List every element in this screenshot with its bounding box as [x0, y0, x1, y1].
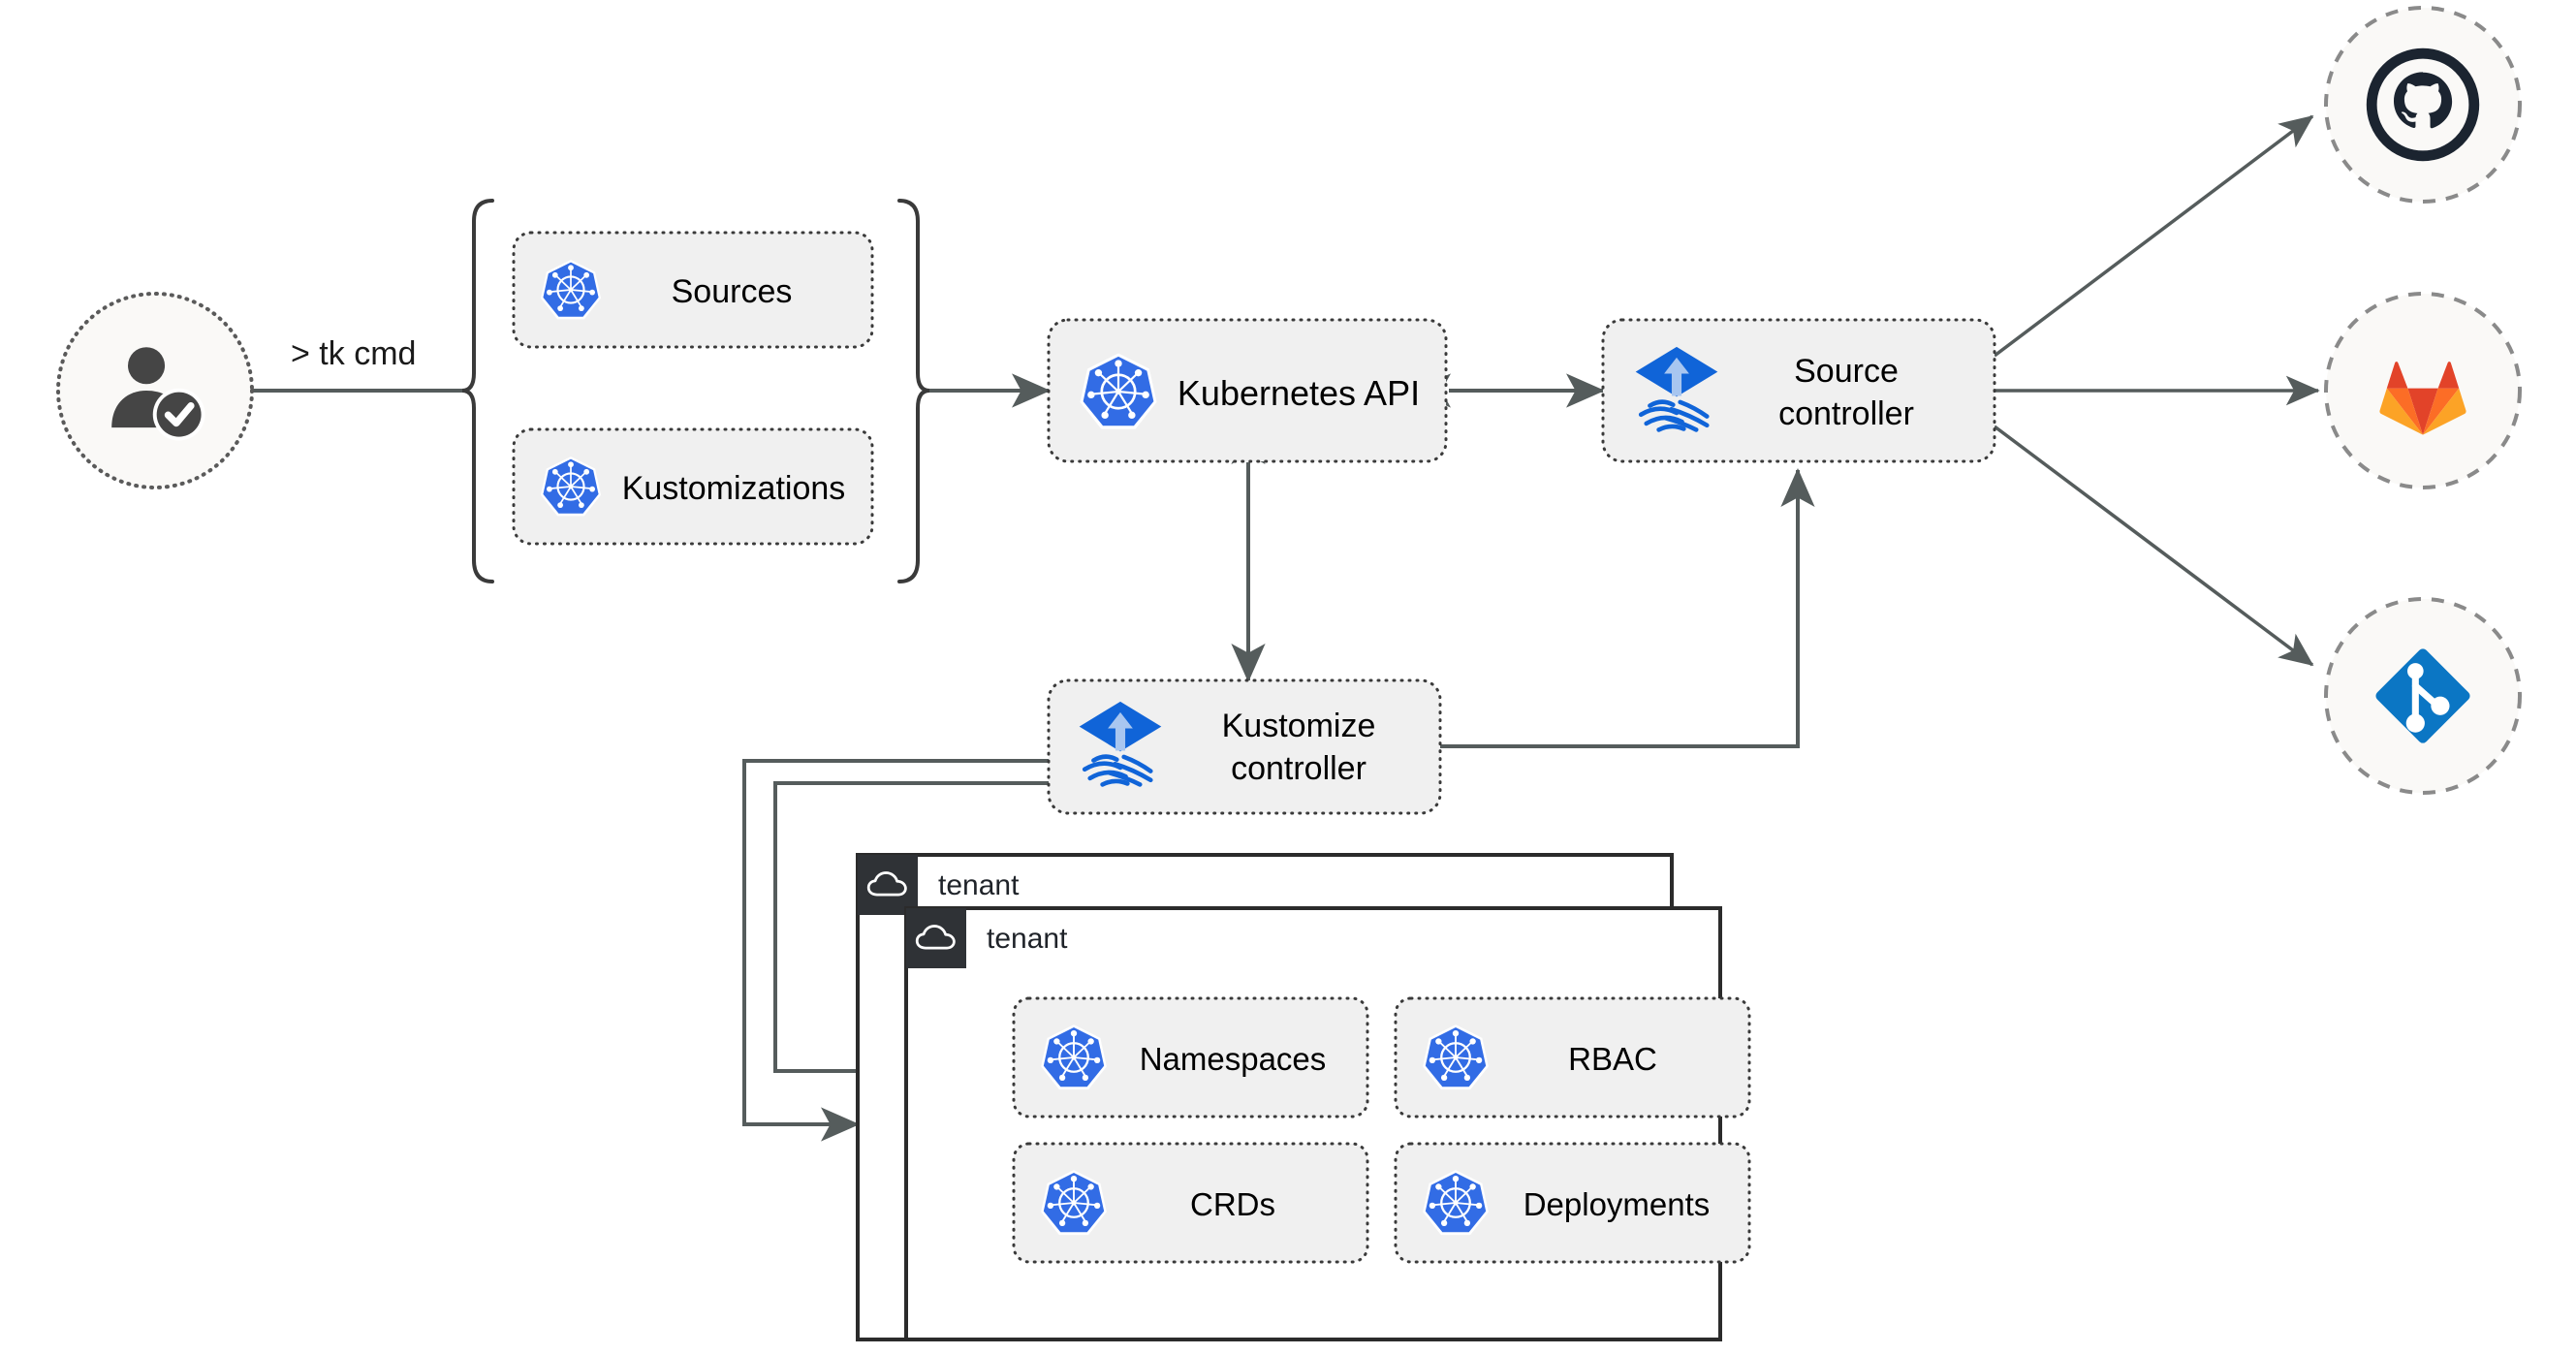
- node-crds[interactable]: [1012, 1142, 1369, 1264]
- connector-source-to-github: [1993, 114, 2314, 358]
- node-sources-label: Sources: [672, 273, 793, 310]
- node-rbac[interactable]: [1394, 996, 1751, 1119]
- github-circle[interactable]: [2324, 6, 2522, 204]
- tenant-1-tab: [858, 855, 918, 915]
- node-deployments[interactable]: [1394, 1142, 1751, 1264]
- tenant-card-2[interactable]: [904, 906, 1722, 1341]
- node-crds-label: CRDs: [1190, 1186, 1275, 1222]
- node-sources[interactable]: [512, 231, 874, 349]
- node-kustomize-controller-label-2: controller: [1231, 750, 1367, 787]
- node-deployments-label: Deployments: [1524, 1186, 1711, 1222]
- node-source-controller[interactable]: [1601, 318, 1996, 463]
- node-rbac-label: RBAC: [1568, 1041, 1657, 1077]
- node-kustomize-controller-label-1: Kustomize: [1222, 708, 1376, 744]
- node-source-controller-label-2: controller: [1778, 395, 1914, 432]
- node-source-controller-label-1: Source: [1794, 353, 1899, 390]
- node-namespaces-label: Namespaces: [1140, 1041, 1327, 1077]
- node-kubernetes-api[interactable]: [1047, 318, 1448, 463]
- connector-kustomize-to-tenant-1: [742, 759, 1049, 1142]
- user-circle: [56, 292, 254, 489]
- tenant-1-label: tenant: [938, 869, 1020, 901]
- connector-kustomize-to-tenant-2: [773, 781, 1049, 1088]
- brace-left: [461, 199, 494, 583]
- tenant-2-label: tenant: [987, 923, 1068, 955]
- connector-kustomize-to-source-controller: [1440, 468, 1815, 748]
- node-kustomizations[interactable]: [512, 427, 874, 546]
- node-kustomizations-label: Kustomizations: [622, 470, 846, 507]
- tenant-2-tab: [906, 908, 966, 968]
- node-kubernetes-api-label: Kubernetes API: [1178, 373, 1420, 413]
- brace-right: [897, 199, 930, 583]
- node-kustomize-controller[interactable]: [1047, 678, 1442, 815]
- node-namespaces[interactable]: [1012, 996, 1369, 1119]
- command-label: > tk cmd: [291, 335, 416, 372]
- connector-source-to-git: [1993, 425, 2314, 667]
